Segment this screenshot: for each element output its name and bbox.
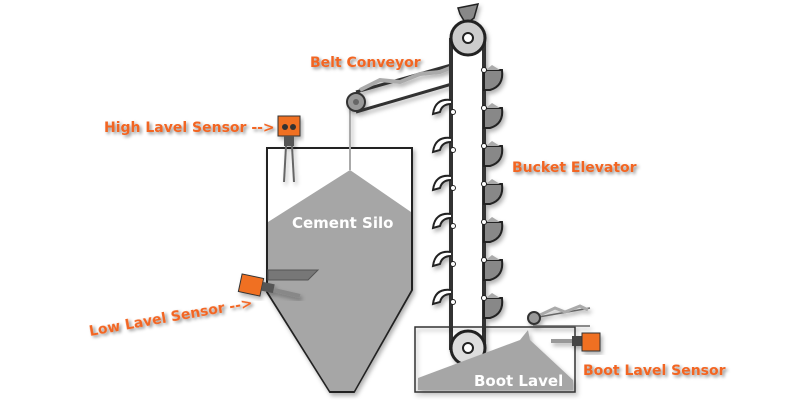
bucket-cement xyxy=(486,255,500,260)
bucket-hinge xyxy=(481,67,487,73)
bucket-hinge xyxy=(450,109,456,115)
label-boot-level-sensor: Boot Lavel Sensor xyxy=(583,363,726,379)
descending-bucket xyxy=(483,297,504,319)
cement-silo xyxy=(266,104,413,393)
descending-bucket xyxy=(483,183,504,205)
ascending-bucket xyxy=(431,250,452,268)
bucket-hinge xyxy=(481,105,487,111)
ascending-bucket xyxy=(431,136,452,154)
label-high-level-sensor: High Lavel Sensor --> xyxy=(104,120,275,136)
bucket-elevator xyxy=(431,3,504,367)
boot-section xyxy=(414,304,591,393)
label-low-level-sensor: Low Lavel Sensor --> xyxy=(88,295,254,340)
bucket-hinge xyxy=(450,261,456,267)
low-level-chute xyxy=(267,269,320,281)
descending-bucket xyxy=(483,69,504,91)
ascending-bucket xyxy=(431,288,452,306)
bucket-hinge xyxy=(481,219,487,225)
bucket-hinge xyxy=(450,147,456,153)
bucket-cement xyxy=(486,141,500,146)
bucket-cement xyxy=(486,217,500,222)
bucket-cement xyxy=(486,65,500,70)
descending-bucket xyxy=(483,107,504,129)
bucket-hinge xyxy=(481,143,487,149)
boot-material-pile xyxy=(418,330,573,390)
feed-conveyor-pulley xyxy=(527,311,541,325)
bucket-hinge xyxy=(450,185,456,191)
label-cement-silo: Cement Silo xyxy=(292,214,393,232)
label-belt-conveyor: Belt Conveyor xyxy=(310,55,421,71)
ascending-bucket xyxy=(431,98,452,116)
low-level-sensor xyxy=(237,273,301,298)
bucket-cement xyxy=(486,179,500,184)
descending-bucket xyxy=(483,145,504,167)
high-level-sensor xyxy=(277,115,301,183)
label-boot-level: Boot Lavel xyxy=(474,372,563,390)
ascending-bucket xyxy=(431,174,452,192)
bucket-hinge xyxy=(481,257,487,263)
descending-bucket xyxy=(483,259,504,281)
boot-level-sensor xyxy=(551,332,601,352)
ascending-bucket xyxy=(431,212,452,230)
cement-pile xyxy=(268,170,411,391)
label-bucket-elevator: Bucket Elevator xyxy=(512,160,637,176)
elevator-buckets xyxy=(431,65,504,319)
bucket-hinge xyxy=(481,181,487,187)
bucket-hinge xyxy=(450,223,456,229)
bucket-hinge xyxy=(481,295,487,301)
bucket-cement xyxy=(486,103,500,108)
bucket-cement xyxy=(486,293,500,298)
bucket-hinge xyxy=(450,299,456,305)
descending-bucket xyxy=(483,221,504,243)
